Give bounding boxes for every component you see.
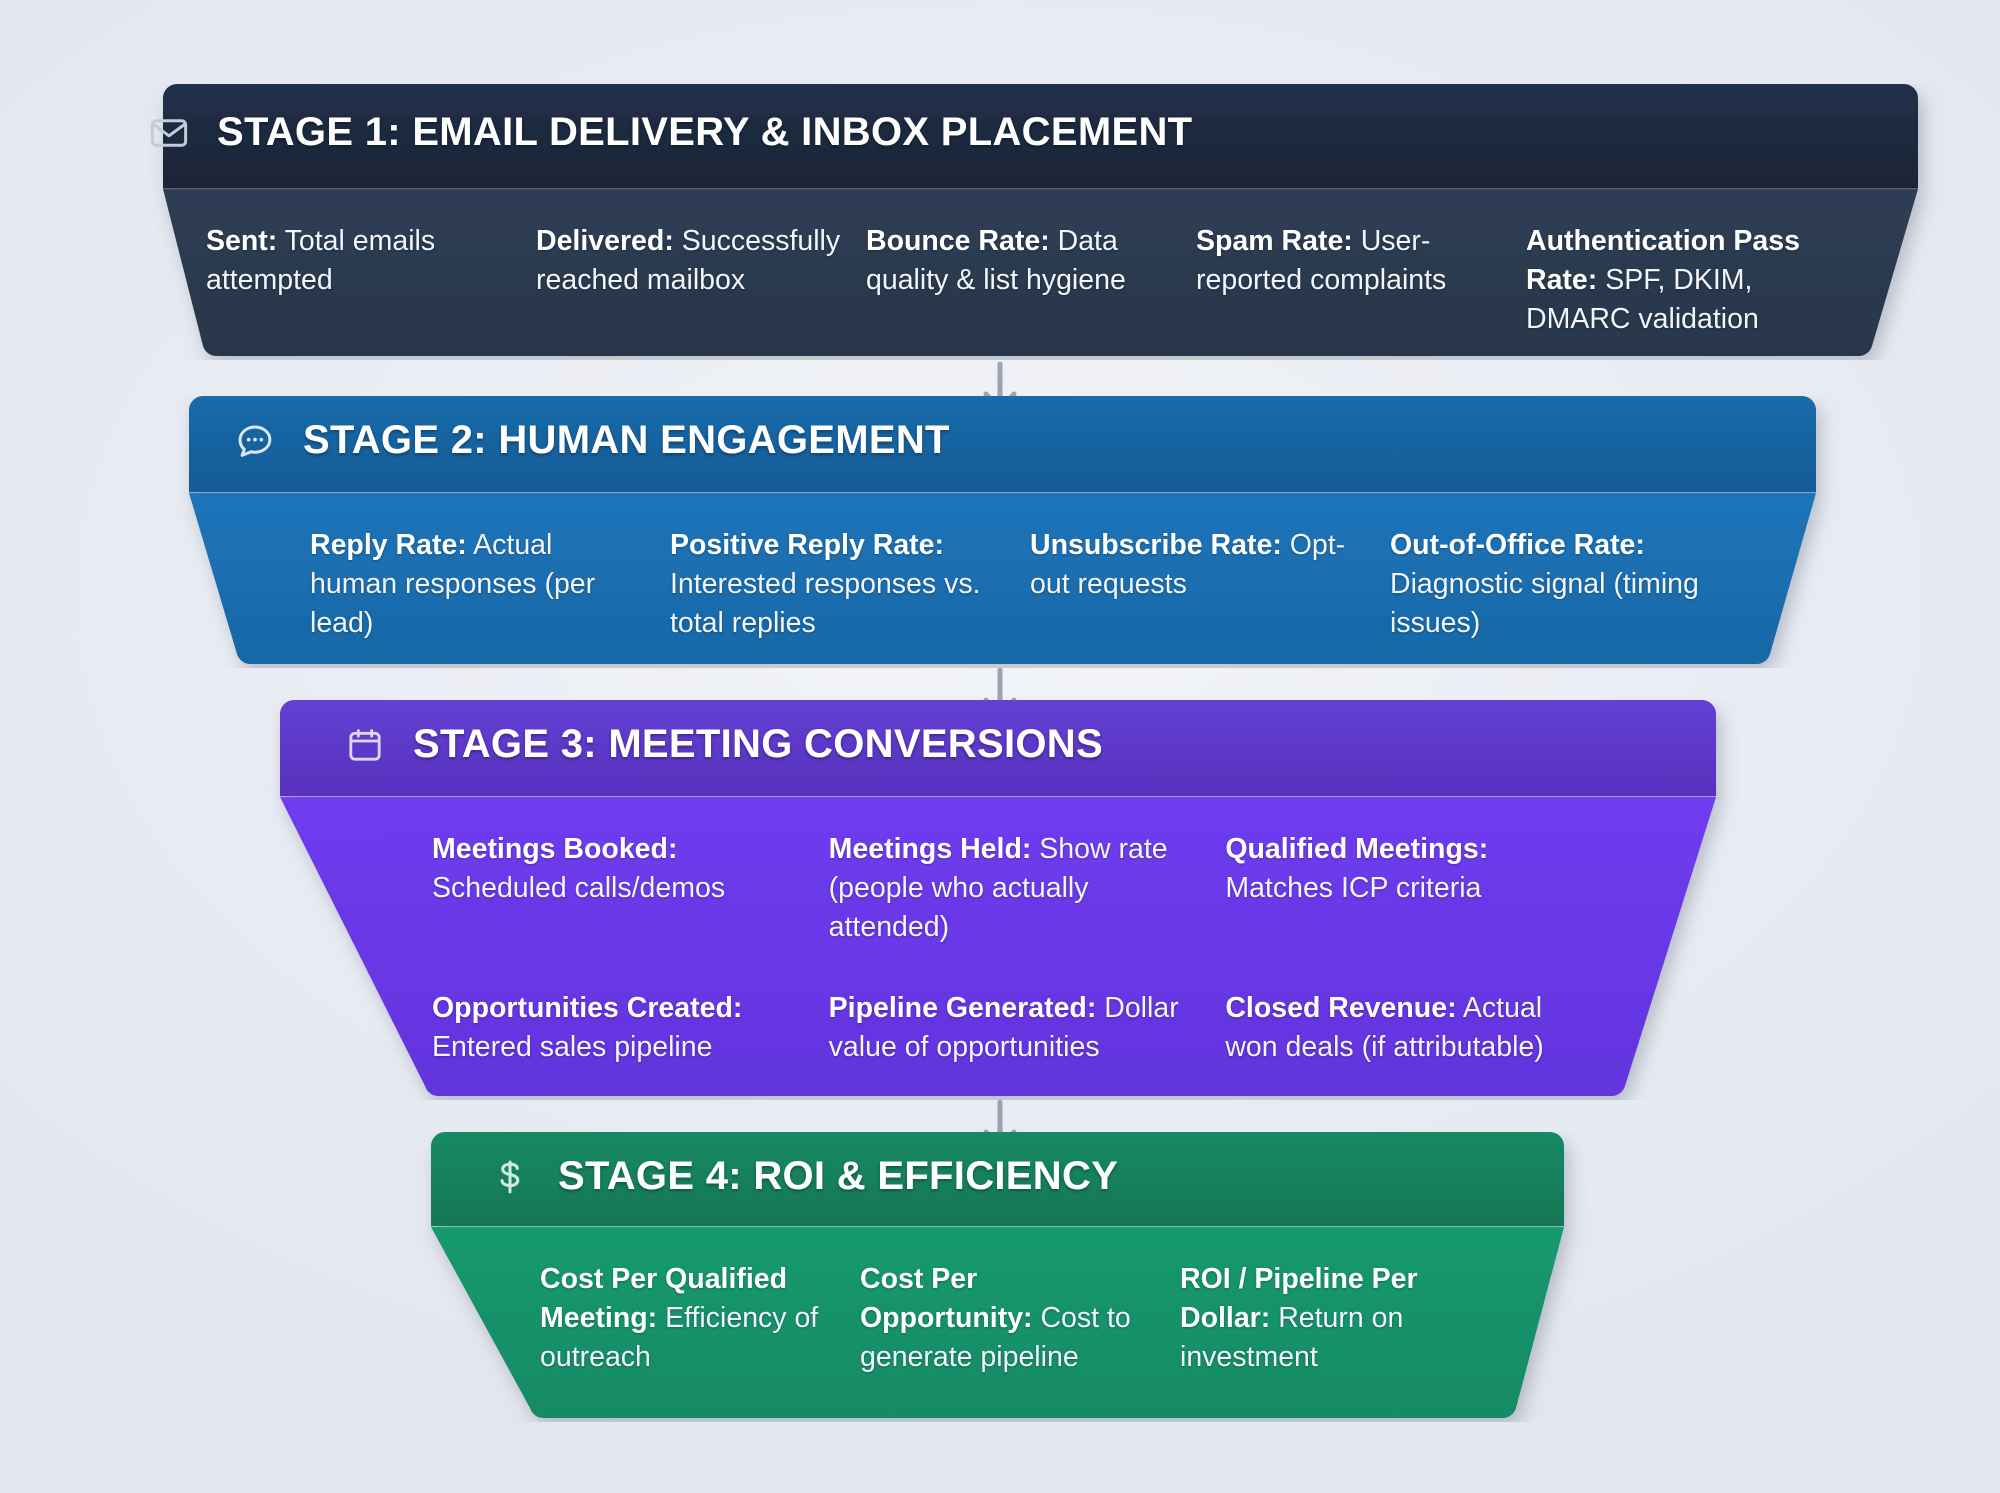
metric-item: Unsubscribe Rate: Opt-out requests — [1030, 526, 1390, 643]
stage-4-title: STAGE 4: ROI & EFFICIENCY — [558, 1154, 1119, 1198]
metric-desc: Efficiency of outreach — [540, 1302, 819, 1374]
metric-desc: Show rate (people who actually attended) — [828, 833, 1168, 944]
stage-3-header: STAGE 3: MEETING CONVERSIONS — [343, 722, 1103, 767]
metric-desc: Entered sales pipeline — [432, 1031, 713, 1064]
metric-label: Reply Rate: — [310, 529, 467, 561]
calendar-icon — [343, 723, 387, 767]
metric-item: Spam Rate: User-reported complaints — [1196, 222, 1526, 339]
stage-2-header: STAGE 2: HUMAN ENGAGEMENT — [233, 418, 950, 463]
stage-2-section: STAGE 2: HUMAN ENGAGEMENT Reply Rate: Ac… — [0, 396, 2000, 668]
metric-desc: Actual human responses (per lead) — [310, 529, 596, 640]
stage-4-shape — [0, 1132, 2000, 1422]
stage-1-metrics: Sent: Total emails attempted Delivered: … — [206, 222, 1856, 339]
metric-desc: Diagnostic signal (timing issues) — [1390, 568, 1699, 640]
metric-item: Cost Per Opportunity: Cost to generate p… — [860, 1260, 1180, 1377]
metric-desc: Total emails attempted — [206, 225, 436, 297]
stage-2-metrics: Reply Rate: Actual human responses (per … — [310, 526, 1750, 643]
envelope-icon — [147, 111, 191, 155]
metric-item: Meetings Held: Show rate (people who act… — [829, 830, 1226, 947]
metric-desc: User-reported complaints — [1196, 225, 1447, 297]
metric-item: Authentication Pass Rate: SPF, DKIM, DMA… — [1526, 222, 1856, 339]
stage-3-metrics: Meetings Booked: Scheduled calls/demos M… — [432, 830, 1622, 1067]
stage-2-title: STAGE 2: HUMAN ENGAGEMENT — [303, 418, 950, 462]
metric-label: Cost Per Qualified Meeting: — [540, 1263, 788, 1335]
metric-label: Pipeline Generated: — [828, 992, 1097, 1025]
metric-item: Opportunities Created: Entered sales pip… — [432, 989, 829, 1067]
stage-4-section: STAGE 4: ROI & EFFICIENCY Cost Per Quali… — [0, 1132, 2000, 1422]
metric-label: Sent: — [206, 225, 278, 257]
metric-label: Closed Revenue: — [1225, 992, 1457, 1025]
stage-2-shape — [0, 396, 2000, 668]
stage-1-shape — [0, 84, 2000, 360]
metric-desc: Interested responses vs. total replies — [670, 568, 981, 640]
metric-label: Spam Rate: — [1196, 225, 1353, 257]
metric-desc: Cost to generate pipeline — [860, 1302, 1131, 1374]
metric-desc: Data quality & list hygiene — [866, 225, 1126, 297]
metric-label: Qualified Meetings: — [1225, 833, 1489, 865]
metric-desc: SPF, DKIM, DMARC validation — [1526, 264, 1759, 336]
metric-item: Meetings Booked: Scheduled calls/demos — [432, 830, 829, 947]
metric-label: Unsubscribe Rate: — [1030, 529, 1282, 561]
metric-label: Bounce Rate: — [866, 225, 1050, 257]
metric-label: ROI / Pipeline Per Dollar: — [1180, 1263, 1418, 1335]
metric-item: Out-of-Office Rate: Diagnostic signal (t… — [1390, 526, 1750, 643]
metric-desc: Successfully reached mailbox — [536, 225, 841, 297]
stage-1-title: STAGE 1: EMAIL DELIVERY & INBOX PLACEMEN… — [217, 110, 1193, 154]
metric-item: Pipeline Generated: Dollar value of oppo… — [829, 989, 1226, 1067]
stage-3-section: STAGE 3: MEETING CONVERSIONS Meetings Bo… — [0, 700, 2000, 1100]
metric-label: Authentication Pass Rate: — [1526, 225, 1800, 297]
metric-desc: Opt-out requests — [1030, 529, 1346, 601]
metric-item: Delivered: Successfully reached mailbox — [536, 222, 866, 339]
metric-desc: Actual won deals (if attributable) — [1225, 992, 1544, 1064]
stage-4-metrics: Cost Per Qualified Meeting: Efficiency o… — [540, 1260, 1500, 1377]
metric-label: Out-of-Office Rate: — [1390, 529, 1645, 561]
metric-item: Bounce Rate: Data quality & list hygiene — [866, 222, 1196, 339]
metric-item: Qualified Meetings: Matches ICP criteria — [1225, 830, 1622, 947]
metric-label: Positive Reply Rate: — [670, 529, 945, 561]
stage-3-title: STAGE 3: MEETING CONVERSIONS — [413, 722, 1103, 766]
metric-desc: Dollar value of opportunities — [828, 992, 1179, 1064]
stage-4-header: STAGE 4: ROI & EFFICIENCY — [488, 1154, 1118, 1199]
chat-bubble-icon — [233, 419, 277, 463]
metric-desc: Return on investment — [1180, 1302, 1404, 1374]
metric-desc: Matches ICP criteria — [1225, 872, 1482, 905]
metric-item: Closed Revenue: Actual won deals (if att… — [1225, 989, 1622, 1067]
stage-1-header: STAGE 1: EMAIL DELIVERY & INBOX PLACEMEN… — [147, 110, 1192, 155]
metric-label: Meetings Held: — [828, 833, 1032, 865]
metric-desc: Scheduled calls/demos — [432, 872, 726, 905]
metric-item: Sent: Total emails attempted — [206, 222, 536, 339]
metric-label: Opportunities Created: — [432, 992, 743, 1025]
metric-label: Meetings Booked: — [432, 833, 678, 865]
dollar-sign-icon — [488, 1155, 532, 1199]
metric-item: ROI / Pipeline Per Dollar: Return on inv… — [1180, 1260, 1500, 1377]
metric-item: Reply Rate: Actual human responses (per … — [310, 526, 670, 643]
metric-label: Cost Per Opportunity: — [860, 1263, 1033, 1335]
stage-3-shape — [0, 700, 2000, 1100]
metric-item: Positive Reply Rate: Interested response… — [670, 526, 1030, 643]
stage-1-section: STAGE 1: EMAIL DELIVERY & INBOX PLACEMEN… — [0, 84, 2000, 360]
metric-label: Delivered: — [536, 225, 674, 257]
metric-item: Cost Per Qualified Meeting: Efficiency o… — [540, 1260, 860, 1377]
